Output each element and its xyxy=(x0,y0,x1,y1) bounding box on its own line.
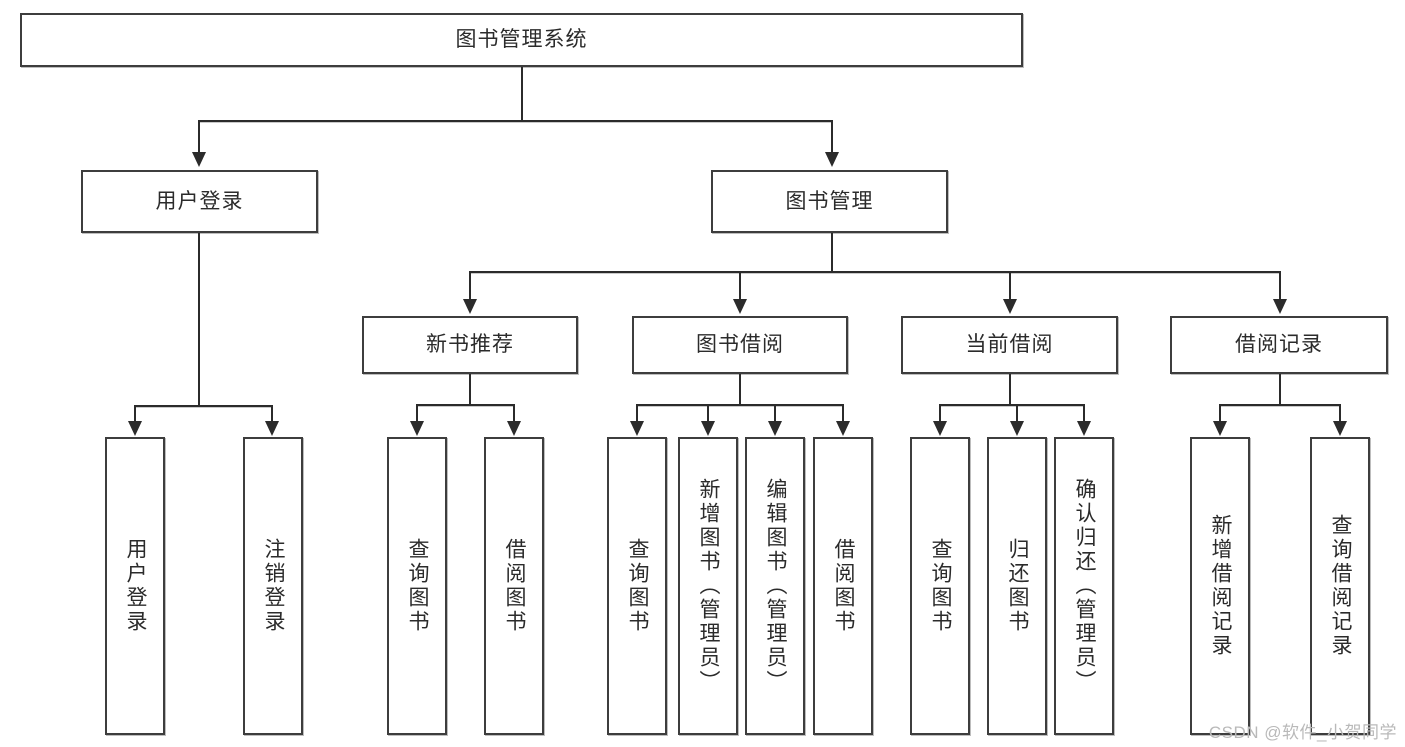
arrowhead-user-login-leaf-1 xyxy=(128,421,142,436)
arrowhead-nbr-leaf-2 xyxy=(507,421,521,436)
node-current-borrow[interactable]: 当前借阅 xyxy=(901,316,1118,374)
node-label: 注销登录 xyxy=(262,538,286,634)
connector-user-login-bus xyxy=(134,405,272,407)
node-label: 查询图书 xyxy=(929,538,953,634)
node-label: 新增借阅记录 xyxy=(1209,514,1233,658)
node-borrow-record[interactable]: 借阅记录 xyxy=(1170,316,1388,374)
connector-root-to-user-login xyxy=(198,120,200,153)
connector-cb-leaf-3 xyxy=(1083,404,1085,422)
connector-bb-leaf-2 xyxy=(707,404,709,422)
arrowhead-borrow-record xyxy=(1273,299,1287,314)
node-label: 查询借阅记录 xyxy=(1329,514,1353,658)
connector-book-borrow-stem xyxy=(739,374,741,405)
connector-nbr-leaf-1 xyxy=(416,404,418,422)
leaf-confirm-return[interactable]: 确认归还（管理员） xyxy=(1054,437,1114,735)
node-label: 当前借阅 xyxy=(965,333,1054,357)
arrowhead-root-to-book-manage xyxy=(825,152,839,167)
leaf-query-record[interactable]: 查询借阅记录 xyxy=(1310,437,1370,735)
arrowhead-user-login-leaf-2 xyxy=(265,421,279,436)
node-label: 借阅图书 xyxy=(832,538,856,634)
node-label: 借阅记录 xyxy=(1235,333,1323,357)
node-label: 新增图书（管理员） xyxy=(697,478,721,694)
connector-to-borrow-record xyxy=(1279,271,1281,300)
connector-user-login-stem xyxy=(198,233,200,406)
connector-br-leaf-1 xyxy=(1219,404,1221,422)
connector-bb-leaf-4 xyxy=(842,404,844,422)
node-label: 图书管理系统 xyxy=(455,28,588,52)
arrowhead-new-book-recommend xyxy=(463,299,477,314)
leaf-user-login[interactable]: 用户登录 xyxy=(105,437,165,735)
connector-book-borrow-bus xyxy=(636,404,844,406)
leaf-add-book[interactable]: 新增图书（管理员） xyxy=(678,437,738,735)
leaf-return-book[interactable]: 归还图书 xyxy=(987,437,1047,735)
arrowhead-cb-leaf-2 xyxy=(1010,421,1024,436)
connector-book-manage-bus xyxy=(469,271,1281,273)
node-label: 新书推荐 xyxy=(426,333,514,357)
arrowhead-bb-leaf-2 xyxy=(701,421,715,436)
arrowhead-root-to-user-login xyxy=(192,152,206,167)
connector-cb-leaf-1 xyxy=(939,404,941,422)
connector-bb-leaf-3 xyxy=(774,404,776,422)
arrowhead-current-borrow xyxy=(1003,299,1017,314)
node-root[interactable]: 图书管理系统 xyxy=(20,13,1023,67)
arrowhead-bb-leaf-3 xyxy=(768,421,782,436)
node-new-book-recommend[interactable]: 新书推荐 xyxy=(362,316,578,374)
leaf-borrow-book-1[interactable]: 借阅图书 xyxy=(484,437,544,735)
node-label: 确认归还（管理员） xyxy=(1073,478,1097,694)
node-label: 查询图书 xyxy=(406,538,430,634)
connector-to-current-borrow xyxy=(1009,271,1011,300)
node-label: 用户登录 xyxy=(155,189,244,213)
node-label: 图书借阅 xyxy=(696,333,784,357)
leaf-query-book-2[interactable]: 查询图书 xyxy=(607,437,667,735)
node-user-login[interactable]: 用户登录 xyxy=(81,170,318,233)
node-label: 图书管理 xyxy=(785,189,874,213)
arrowhead-book-borrow xyxy=(733,299,747,314)
leaf-query-book-1[interactable]: 查询图书 xyxy=(387,437,447,735)
node-book-borrow[interactable]: 图书借阅 xyxy=(632,316,848,374)
leaf-add-record[interactable]: 新增借阅记录 xyxy=(1190,437,1250,735)
connector-new-book-recommend-bus xyxy=(416,404,515,406)
connector-user-login-to-leaf-2 xyxy=(271,405,273,422)
connector-new-book-recommend-stem xyxy=(469,374,471,405)
node-book-manage[interactable]: 图书管理 xyxy=(711,170,948,233)
node-label: 归还图书 xyxy=(1006,538,1030,634)
arrowhead-cb-leaf-1 xyxy=(933,421,947,436)
node-label: 编辑图书（管理员） xyxy=(764,478,788,694)
node-label: 用户登录 xyxy=(124,538,148,634)
arrowhead-br-leaf-2 xyxy=(1333,421,1347,436)
connector-current-borrow-stem xyxy=(1009,374,1011,405)
connector-root-to-book-manage xyxy=(831,120,833,153)
arrowhead-cb-leaf-3 xyxy=(1077,421,1091,436)
connector-to-book-borrow xyxy=(739,271,741,300)
connector-root-stem xyxy=(521,67,523,121)
connector-to-new-book-recommend xyxy=(469,271,471,300)
node-label: 查询图书 xyxy=(626,538,650,634)
connector-book-manage-stem xyxy=(831,233,833,272)
node-label: 借阅图书 xyxy=(503,538,527,634)
connector-borrow-record-stem xyxy=(1279,374,1281,405)
connector-current-borrow-bus xyxy=(939,404,1085,406)
connector-user-login-to-leaf-1 xyxy=(134,405,136,422)
arrowhead-br-leaf-1 xyxy=(1213,421,1227,436)
leaf-borrow-book-2[interactable]: 借阅图书 xyxy=(813,437,873,735)
leaf-logout-login[interactable]: 注销登录 xyxy=(243,437,303,735)
connector-bb-leaf-1 xyxy=(636,404,638,422)
connector-cb-leaf-2 xyxy=(1016,404,1018,422)
arrowhead-bb-leaf-4 xyxy=(836,421,850,436)
connector-root-bus xyxy=(199,120,833,122)
arrowhead-nbr-leaf-1 xyxy=(410,421,424,436)
watermark-text: CSDN @软件_小贺同学 xyxy=(1208,723,1397,742)
connector-nbr-leaf-2 xyxy=(513,404,515,422)
connector-borrow-record-bus xyxy=(1219,404,1341,406)
leaf-edit-book[interactable]: 编辑图书（管理员） xyxy=(745,437,805,735)
arrowhead-bb-leaf-1 xyxy=(630,421,644,436)
leaf-query-book-3[interactable]: 查询图书 xyxy=(910,437,970,735)
connector-br-leaf-2 xyxy=(1339,404,1341,422)
